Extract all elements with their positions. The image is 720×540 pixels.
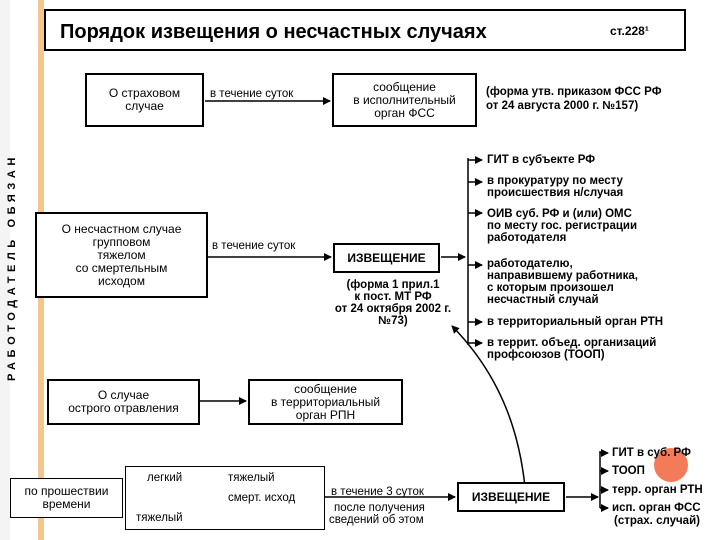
recipient-oiv-line-3: работодателя [487, 232, 567, 244]
recipient-toop-line-1: в террит. объед. организаций [487, 337, 657, 349]
row2-term: в течение суток [212, 240, 296, 252]
poisoning-case-line-2: острого отравления [68, 401, 179, 415]
fss-message-line-2: в исполнительный [353, 92, 456, 107]
rpn-message-box: сообщение в территориальный орган РПН [248, 379, 403, 425]
row2-form-note-4: №73) [378, 315, 408, 327]
row2-form-note-2: к пост. МТ РФ [354, 291, 432, 303]
title-box [44, 9, 686, 51]
row1-form-note-1: (форма утв. приказом ФСС РФ [486, 86, 662, 98]
notice-box-row4: ИЗВЕЩЕНИЕ [457, 482, 565, 512]
rpn-message-line-1: сообщение [294, 381, 357, 396]
page-left-edge [0, 0, 10, 540]
rpn-message-line-3: орган РПН [295, 407, 356, 422]
poisoning-case-box: О случае острого отравления [47, 379, 200, 425]
recipient-prosecutor-line-1: в прокуратуру по месту [487, 175, 623, 187]
serious-case-line-1: О несчастном случае [61, 221, 182, 236]
fss-message-line-1: сообщение [373, 79, 436, 94]
recipient-employer-line-3: с которым произошел [487, 282, 614, 294]
row2-form-note: (форма 1 прил.1 к пост. МТ РФ от 24 октя… [318, 279, 468, 327]
notice-label-row2: ИЗВЕЩЕНИЕ [347, 250, 426, 265]
rpn-message-line-2: в территориальный [270, 394, 381, 409]
insured-case-box: О страховом случае [85, 73, 204, 127]
row4-after-receipt-1: после получения [334, 502, 425, 514]
recipient-oiv-line-1: ОИВ суб. РФ и (или) ОМС [487, 208, 632, 220]
severity-fatal: смерт. исход [228, 492, 296, 504]
fss-message-box: сообщение в исполнительный орган ФСС [332, 73, 477, 127]
recipient-employer-line-4: несчастный случай [487, 294, 599, 306]
fss-message-line-3: орган ФСС [374, 105, 435, 120]
serious-case-line-2: групповом [92, 234, 151, 249]
row4-recipient-fss-note: (страх. случай) [614, 515, 700, 527]
recipient-employer: работодателю, направившему работника, с … [487, 258, 638, 306]
row4-recipient-rtn: терр. орган РТН [612, 484, 703, 496]
recipient-toop: в террит. объед. организаций профсоюзов … [487, 337, 656, 361]
decorative-orange-dot [654, 448, 688, 482]
page-title: Порядок извещения о несчастных случаях [60, 21, 487, 43]
row1-form-note-2: от 24 августа 2000 г. №157) [486, 100, 639, 112]
severity-severe-bottom: тяжелый [136, 512, 183, 524]
row4-term: в течение 3 суток [331, 486, 424, 498]
recipient-prosecutor-line-2: происшествия н/случая [487, 187, 624, 199]
recipient-employer-line-2: направившему работника, [487, 270, 638, 282]
recipient-rtn: в территориальный орган РТН [487, 316, 663, 328]
recipient-oiv: ОИВ суб. РФ и (или) ОМС по месту гос. ре… [487, 208, 637, 244]
notice-label-row4: ИЗВЕЩЕНИЕ [471, 489, 551, 504]
arrow-curve-back [451, 325, 526, 488]
serious-case-line-3: тяжелом [97, 247, 146, 262]
notice-box-row2: ИЗВЕЩЕНИЕ [333, 243, 440, 273]
serious-case-line-4: со смертельным [75, 260, 168, 275]
recipient-git-line-1: ГИТ в субъекте РФ [487, 154, 596, 166]
poisoning-case-line-1: О случае [97, 388, 150, 402]
row2-form-note-3: от 24 октября 2002 г. [334, 303, 452, 315]
serious-case-box: О несчастном случае групповом тяжелом со… [35, 212, 208, 298]
row4-recipient-toop: ТООП [612, 465, 645, 477]
after-time-line-1: по прошествии [24, 484, 109, 498]
recipient-employer-line-1: работодателю, [487, 258, 573, 270]
row1-term: в течение суток [210, 88, 294, 100]
row4-after-receipt-2: сведений об этом [329, 514, 424, 526]
row4-recipient-fss: исп. орган ФСС [612, 502, 701, 514]
recipient-toop-line-2: профсоюзов (ТООП) [487, 349, 605, 361]
severity-severe-right: тяжелый [228, 472, 275, 484]
insured-case-label: О страховом случае [108, 86, 181, 113]
recipient-oiv-line-2: по месту гос. регистрации [487, 220, 638, 232]
after-time-line-2: времени [42, 497, 91, 511]
after-time-box: по прошествии времени [10, 478, 123, 518]
recipient-prosecutor: в прокуратуру по месту происшествия н/сл… [487, 175, 623, 199]
row4-recipient-git: ГИТ в суб. РФ [612, 447, 691, 459]
row2-form-note-1: (форма 1 прил.1 [346, 279, 440, 291]
severity-transition-box [125, 466, 325, 530]
recipient-rtn-line-1: в территориальный орган РТН [487, 316, 664, 328]
severity-light: легкий [147, 472, 183, 484]
recipient-git: ГИТ в субъекте РФ [487, 154, 595, 166]
article-reference: ст.228¹ [610, 24, 649, 38]
serious-case-line-5: исходом [98, 273, 145, 288]
